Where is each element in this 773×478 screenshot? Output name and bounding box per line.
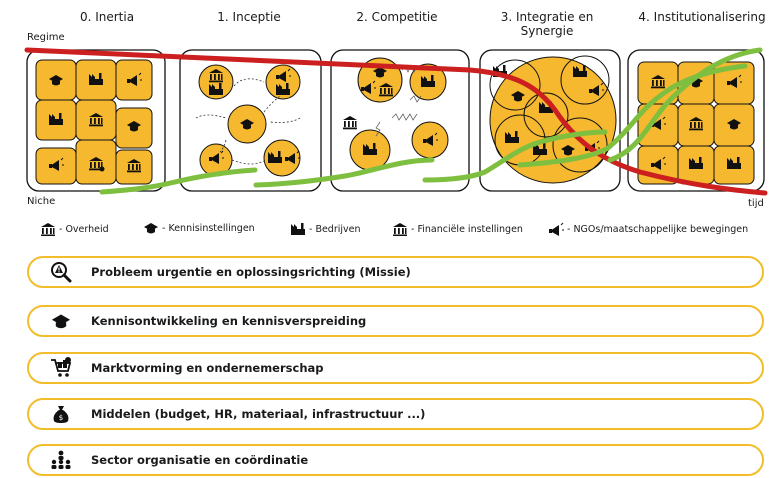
regime-label: Regime xyxy=(27,32,65,43)
legend-item-financiele: - Financiële instellingen xyxy=(392,222,523,236)
magnifier-warning-icon xyxy=(43,260,79,284)
phase-4-actors xyxy=(637,61,755,185)
niche-label: Niche xyxy=(27,196,56,207)
function-pill-organisatie: Sector organisatie en coördinatie xyxy=(27,444,764,476)
regime-line xyxy=(24,47,768,196)
factory-icon xyxy=(291,223,305,235)
function-pill-middelen: $ Middelen (budget, HR, materiaal, infra… xyxy=(27,398,764,430)
legend-item-overheid: - Overheid xyxy=(40,222,109,236)
graduation-cap-icon xyxy=(144,223,158,234)
legend-label: - Bedrijven xyxy=(309,223,361,235)
function-label: Marktvorming en ondernemerschap xyxy=(91,361,324,375)
function-label: Probleem urgentie en oplossingsrichting … xyxy=(91,265,411,279)
function-pill-markt: Marktvorming en ondernemerschap xyxy=(27,352,764,384)
actor-legend: - Overheid - Kennisinstellingen - Bedrij… xyxy=(0,222,773,238)
transition-diagram xyxy=(24,47,768,196)
graduation-cap-icon xyxy=(43,309,79,333)
bank-icon xyxy=(393,223,407,236)
organization-icon xyxy=(43,448,79,472)
legend-label: - Kennisinstellingen xyxy=(162,222,255,234)
niche-lines xyxy=(99,47,763,195)
legend-item-bedrijven: - Bedrijven xyxy=(290,222,361,236)
phase-title-4: 4. Institutionalisering xyxy=(638,10,766,24)
function-label: Kennisontwikkeling en kennisverspreiding xyxy=(91,314,367,328)
shopping-cart-icon xyxy=(43,356,79,380)
legend-label: - Overheid xyxy=(59,223,109,235)
legend-label: - NGOs/maatschappelijke bewegingen xyxy=(567,223,749,235)
time-label: tijd xyxy=(748,198,764,209)
phase-title-2: 2. Competitie xyxy=(356,10,438,24)
function-pill-missie: Probleem urgentie en oplossingsrichting … xyxy=(27,256,764,288)
svg-text:$: $ xyxy=(59,414,63,422)
function-pill-kennis: Kennisontwikkeling en kennisverspreiding xyxy=(27,305,764,337)
money-bag-icon: $ xyxy=(43,402,79,426)
government-building-icon xyxy=(41,223,55,236)
function-label: Sector organisatie en coördinatie xyxy=(91,453,309,467)
function-label: Middelen (budget, HR, materiaal, infrast… xyxy=(91,407,426,421)
legend-item-ngos: - NGOs/maatschappelijke bewegingen xyxy=(548,222,748,236)
legend-item-kennisinstellingen: - Kennisinstellingen xyxy=(143,222,255,234)
legend-label: - Financiële instellingen xyxy=(411,223,523,235)
phase-1-arrows xyxy=(195,78,301,165)
phase-title-0: 0. Inertia xyxy=(79,10,135,24)
phase-title-1: 1. Inceptie xyxy=(217,10,281,24)
megaphone-icon xyxy=(548,222,564,236)
